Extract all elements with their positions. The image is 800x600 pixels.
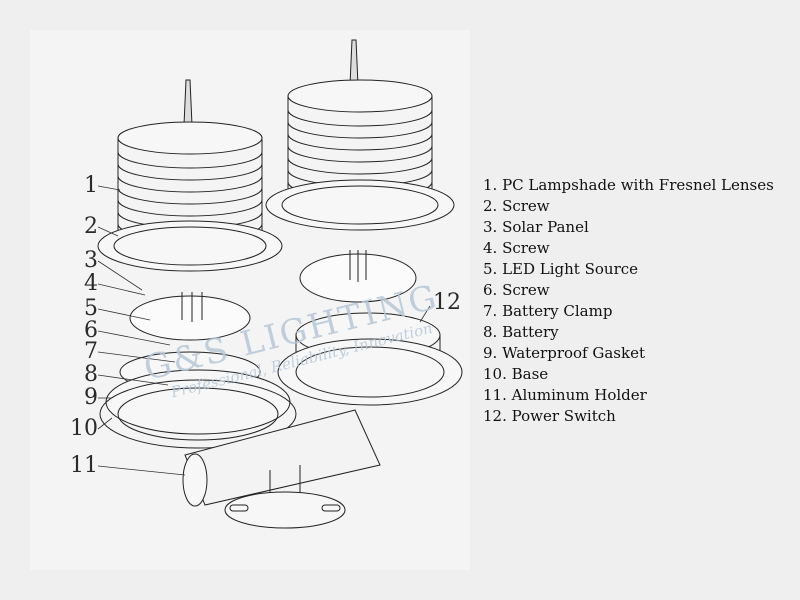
- leader-3: [97, 260, 143, 291]
- left-antenna: [183, 79, 193, 126]
- holder-foot: [224, 491, 346, 529]
- left-lamp-top: [117, 121, 263, 155]
- callout-8: 8: [84, 362, 98, 387]
- callout-5: 5: [84, 296, 98, 321]
- right-antenna: [349, 39, 359, 86]
- left-fresnel-rings: [117, 151, 263, 241]
- leader-7: [97, 351, 176, 363]
- left-base-assembly: [99, 351, 297, 449]
- leader-10: [97, 417, 113, 430]
- left-base-flange-inner: [117, 387, 279, 441]
- left-base-flange: [99, 379, 297, 449]
- legend-item-6: 6. Screw: [483, 281, 550, 299]
- right-lamp-assembly: [265, 39, 455, 303]
- left-flange: [97, 220, 283, 272]
- right-base-assembly: [277, 312, 463, 406]
- right-base-flange-inner: [295, 346, 445, 398]
- right-fresnel-rings: [287, 109, 433, 199]
- callout-9: 9: [84, 385, 98, 410]
- leader-4: [97, 283, 146, 296]
- callout-12: 12: [433, 290, 461, 315]
- legend-item-8: 8. Battery: [483, 323, 559, 341]
- legend-item-12: 12. Power Switch: [483, 407, 616, 425]
- right-base-flange: [277, 338, 463, 406]
- callout-7: 7: [84, 339, 98, 364]
- left-solar-panel: [129, 295, 251, 341]
- legend-item-10: 10. Base: [483, 365, 549, 383]
- callout-6: 6: [84, 318, 98, 343]
- holder-slot-right: [321, 504, 341, 512]
- legend-item-1: 1. PC Lampshade with Fresnel Lenses: [483, 176, 774, 194]
- left-flange-inner: [113, 226, 267, 266]
- aluminum-holder: [182, 409, 381, 529]
- callout-1: 1: [84, 173, 98, 198]
- leader-5: [97, 308, 151, 321]
- callout-3: 3: [84, 248, 98, 273]
- legend-item-2: 2. Screw: [483, 197, 550, 215]
- right-lamp-top: [287, 79, 433, 113]
- callout-11: 11: [70, 453, 98, 478]
- leader-11: [97, 465, 186, 476]
- legend-item-3: 3. Solar Panel: [483, 218, 589, 236]
- parts-legend: 1. PC Lampshade with Fresnel Lenses 2. S…: [483, 175, 774, 427]
- callout-4: 4: [84, 271, 98, 296]
- holder-slot-left: [229, 504, 249, 512]
- callout-10: 10: [70, 416, 98, 441]
- left-led-pins: [181, 292, 203, 322]
- legend-item-5: 5. LED Light Source: [483, 260, 639, 278]
- left-lamp-assembly: [97, 79, 283, 341]
- legend-item-7: 7. Battery Clamp: [483, 302, 613, 320]
- leader-6: [97, 330, 171, 346]
- legend-item-11: 11. Aluminum Holder: [483, 386, 647, 404]
- leader-12: [419, 305, 431, 323]
- callout-2: 2: [84, 214, 98, 239]
- legend-item-4: 4. Screw: [483, 239, 550, 257]
- right-led-pins: [349, 250, 367, 282]
- right-flange-inner: [281, 185, 439, 225]
- legend-item-9: 9. Waterproof Gasket: [483, 344, 645, 362]
- leader-2: [97, 226, 119, 237]
- holder-pipe-end: [182, 453, 208, 507]
- leader-8: [97, 374, 169, 386]
- leader-lines: [97, 185, 431, 476]
- leader-1: [97, 185, 121, 191]
- right-flange: [265, 179, 455, 231]
